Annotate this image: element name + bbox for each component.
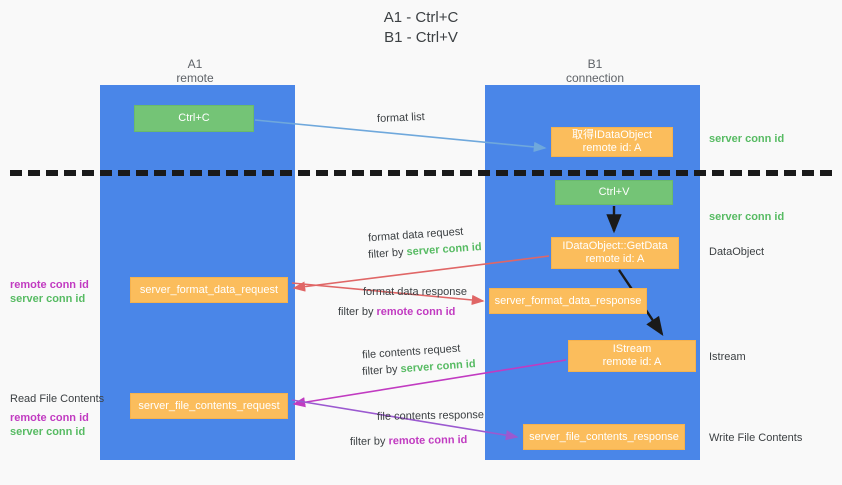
label-format-data-response-filter: filter by remote conn id (338, 305, 455, 319)
page-title: A1 - Ctrl+C B1 - Ctrl+V (383, 9, 459, 46)
label-format-data-response: format data response (363, 286, 467, 298)
box-server-format-data-response[interactable]: server_format_data_response (489, 288, 647, 314)
column-header-a1: A1 remote (176, 57, 214, 85)
annotation-read-file-contents: Read File Contents (10, 393, 105, 405)
box-istream[interactable]: IStream remote id: A (568, 340, 696, 372)
filter-prefix: filter by (349, 435, 389, 449)
annotation-left-remote-conn-id: remote conn id (10, 279, 89, 291)
annotation-write-file-contents: Write File Contents (709, 432, 803, 444)
filter-value-remote-conn-id: remote conn id (376, 306, 456, 318)
arrow-file-contents-response (291, 399, 519, 441)
box-server-file-contents-response[interactable]: server_file_contents_response (523, 424, 685, 450)
box-server-format-data-request[interactable]: server_format_data_request (130, 277, 288, 303)
filter-prefix: filter by (367, 246, 407, 261)
arrow-format-data-request (292, 255, 550, 292)
annotation-left-server-conn-id: server conn id (10, 293, 86, 305)
annotation-server-conn-id-top: server conn id (709, 133, 785, 145)
label-file-contents-response: file contents response (376, 409, 485, 423)
box-ctrl-v[interactable]: Ctrl+V (555, 180, 673, 205)
filter-value-remote-conn-id: remote conn id (388, 433, 468, 448)
annotation-istream: Istream (709, 351, 746, 363)
box-ctrl-c[interactable]: Ctrl+C (134, 105, 254, 132)
box-server-file-contents-request[interactable]: server_file_contents_request (130, 393, 288, 419)
label-format-list: format list (376, 110, 425, 126)
column-header-b1: B1 connection (565, 57, 625, 85)
filter-prefix: filter by (361, 363, 401, 378)
annotation-server-conn-id-mid: server conn id (709, 211, 785, 223)
dashed-divider (10, 170, 832, 176)
annotation-left-server-conn-id-2: server conn id (10, 426, 86, 438)
arrow-format-data-response (291, 282, 485, 306)
annotation-dataobject: DataObject (709, 246, 765, 258)
filter-prefix: filter by (338, 306, 377, 318)
box-idataobject-getdata[interactable]: IDataObject::GetData remote id: A (551, 237, 679, 269)
arrow-format-list (254, 119, 547, 153)
box-idataobject[interactable]: 取得IDataObject remote id: A (551, 127, 673, 157)
arrow-file-contents-request (292, 359, 567, 408)
label-file-contents-response-filter: filter by remote conn id (350, 433, 468, 449)
annotation-left-remote-conn-id-2: remote conn id (10, 412, 89, 424)
